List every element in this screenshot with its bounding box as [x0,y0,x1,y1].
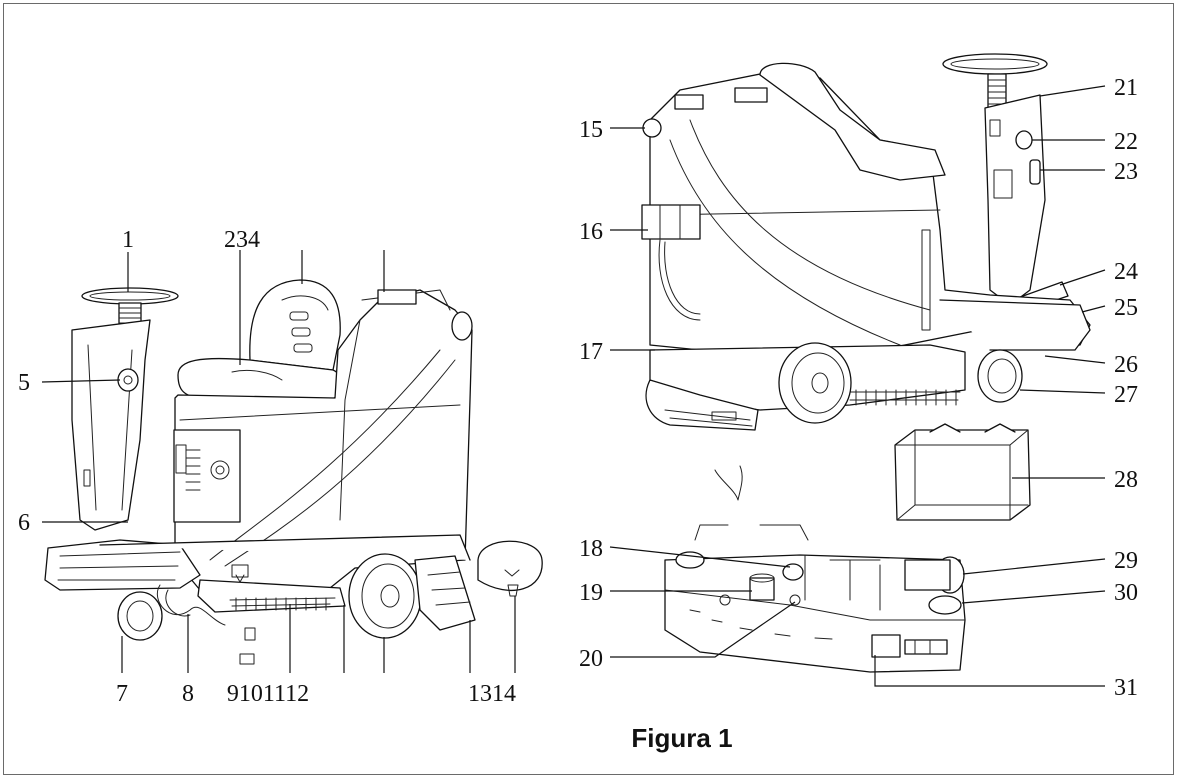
callout-25: 25 [1114,295,1138,321]
callout-30: 30 [1114,580,1138,606]
callout-8: 8 [182,681,194,707]
leader-lines [41,85,1106,687]
callout-22: 22 [1114,129,1138,155]
callout-15: 15 [579,117,603,143]
callout-1: 1 [122,227,134,253]
figure-caption: Figura 1 [631,723,732,753]
callout-16: 16 [579,219,603,245]
callout-17: 17 [579,339,603,365]
figure-frame [3,3,1174,775]
battery-drawing [894,423,1031,521]
callout-7: 7 [116,681,128,707]
callout-labels: 1 234 5 6 7 8 9101112 1314 15 16 17 18 1… [18,75,1138,707]
callout-234: 234 [224,227,260,253]
callout-20: 20 [579,646,603,672]
callout-1314: 1314 [468,681,516,707]
callout-29: 29 [1114,548,1138,574]
callout-24: 24 [1114,259,1138,285]
callout-28: 28 [1114,467,1138,493]
callout-6: 6 [18,510,30,536]
callout-18: 18 [579,536,603,562]
left-machine-drawing [44,279,543,665]
callout-21: 21 [1114,75,1138,101]
callout-23: 23 [1114,159,1138,185]
callout-19: 19 [579,580,603,606]
callout-27: 27 [1114,382,1138,408]
callout-9101112: 9101112 [227,681,309,707]
right-machine-drawing [641,53,1091,431]
callout-26: 26 [1114,352,1138,378]
callout-31: 31 [1114,675,1138,701]
callout-5: 5 [18,370,30,396]
deck-detail-drawing [664,465,966,673]
